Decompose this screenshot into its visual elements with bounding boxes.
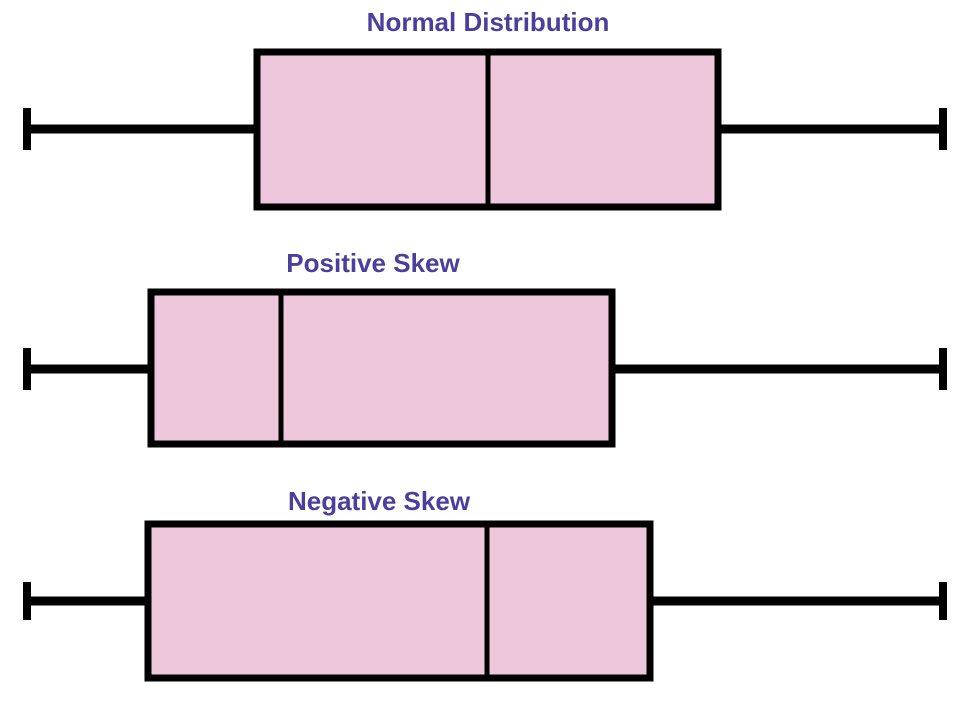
panel-positive-skew: Positive Skew	[0, 238, 969, 476]
panel-title-normal-distribution: Normal Distribution	[366, 7, 610, 37]
panel-title-negative-skew: Negative Skew	[287, 486, 471, 516]
panel-negative-skew: Negative Skew	[0, 476, 969, 716]
boxplot-negative-skew	[23, 520, 947, 682]
panel-normal-distribution: Normal Distribution	[0, 0, 969, 238]
boxplot-normal-distribution	[23, 48, 947, 211]
boxplot-positive-skew	[23, 288, 947, 448]
panel-title-positive-skew: Positive Skew	[286, 248, 460, 278]
box-iqr	[144, 520, 654, 682]
box-iqr	[147, 288, 616, 448]
